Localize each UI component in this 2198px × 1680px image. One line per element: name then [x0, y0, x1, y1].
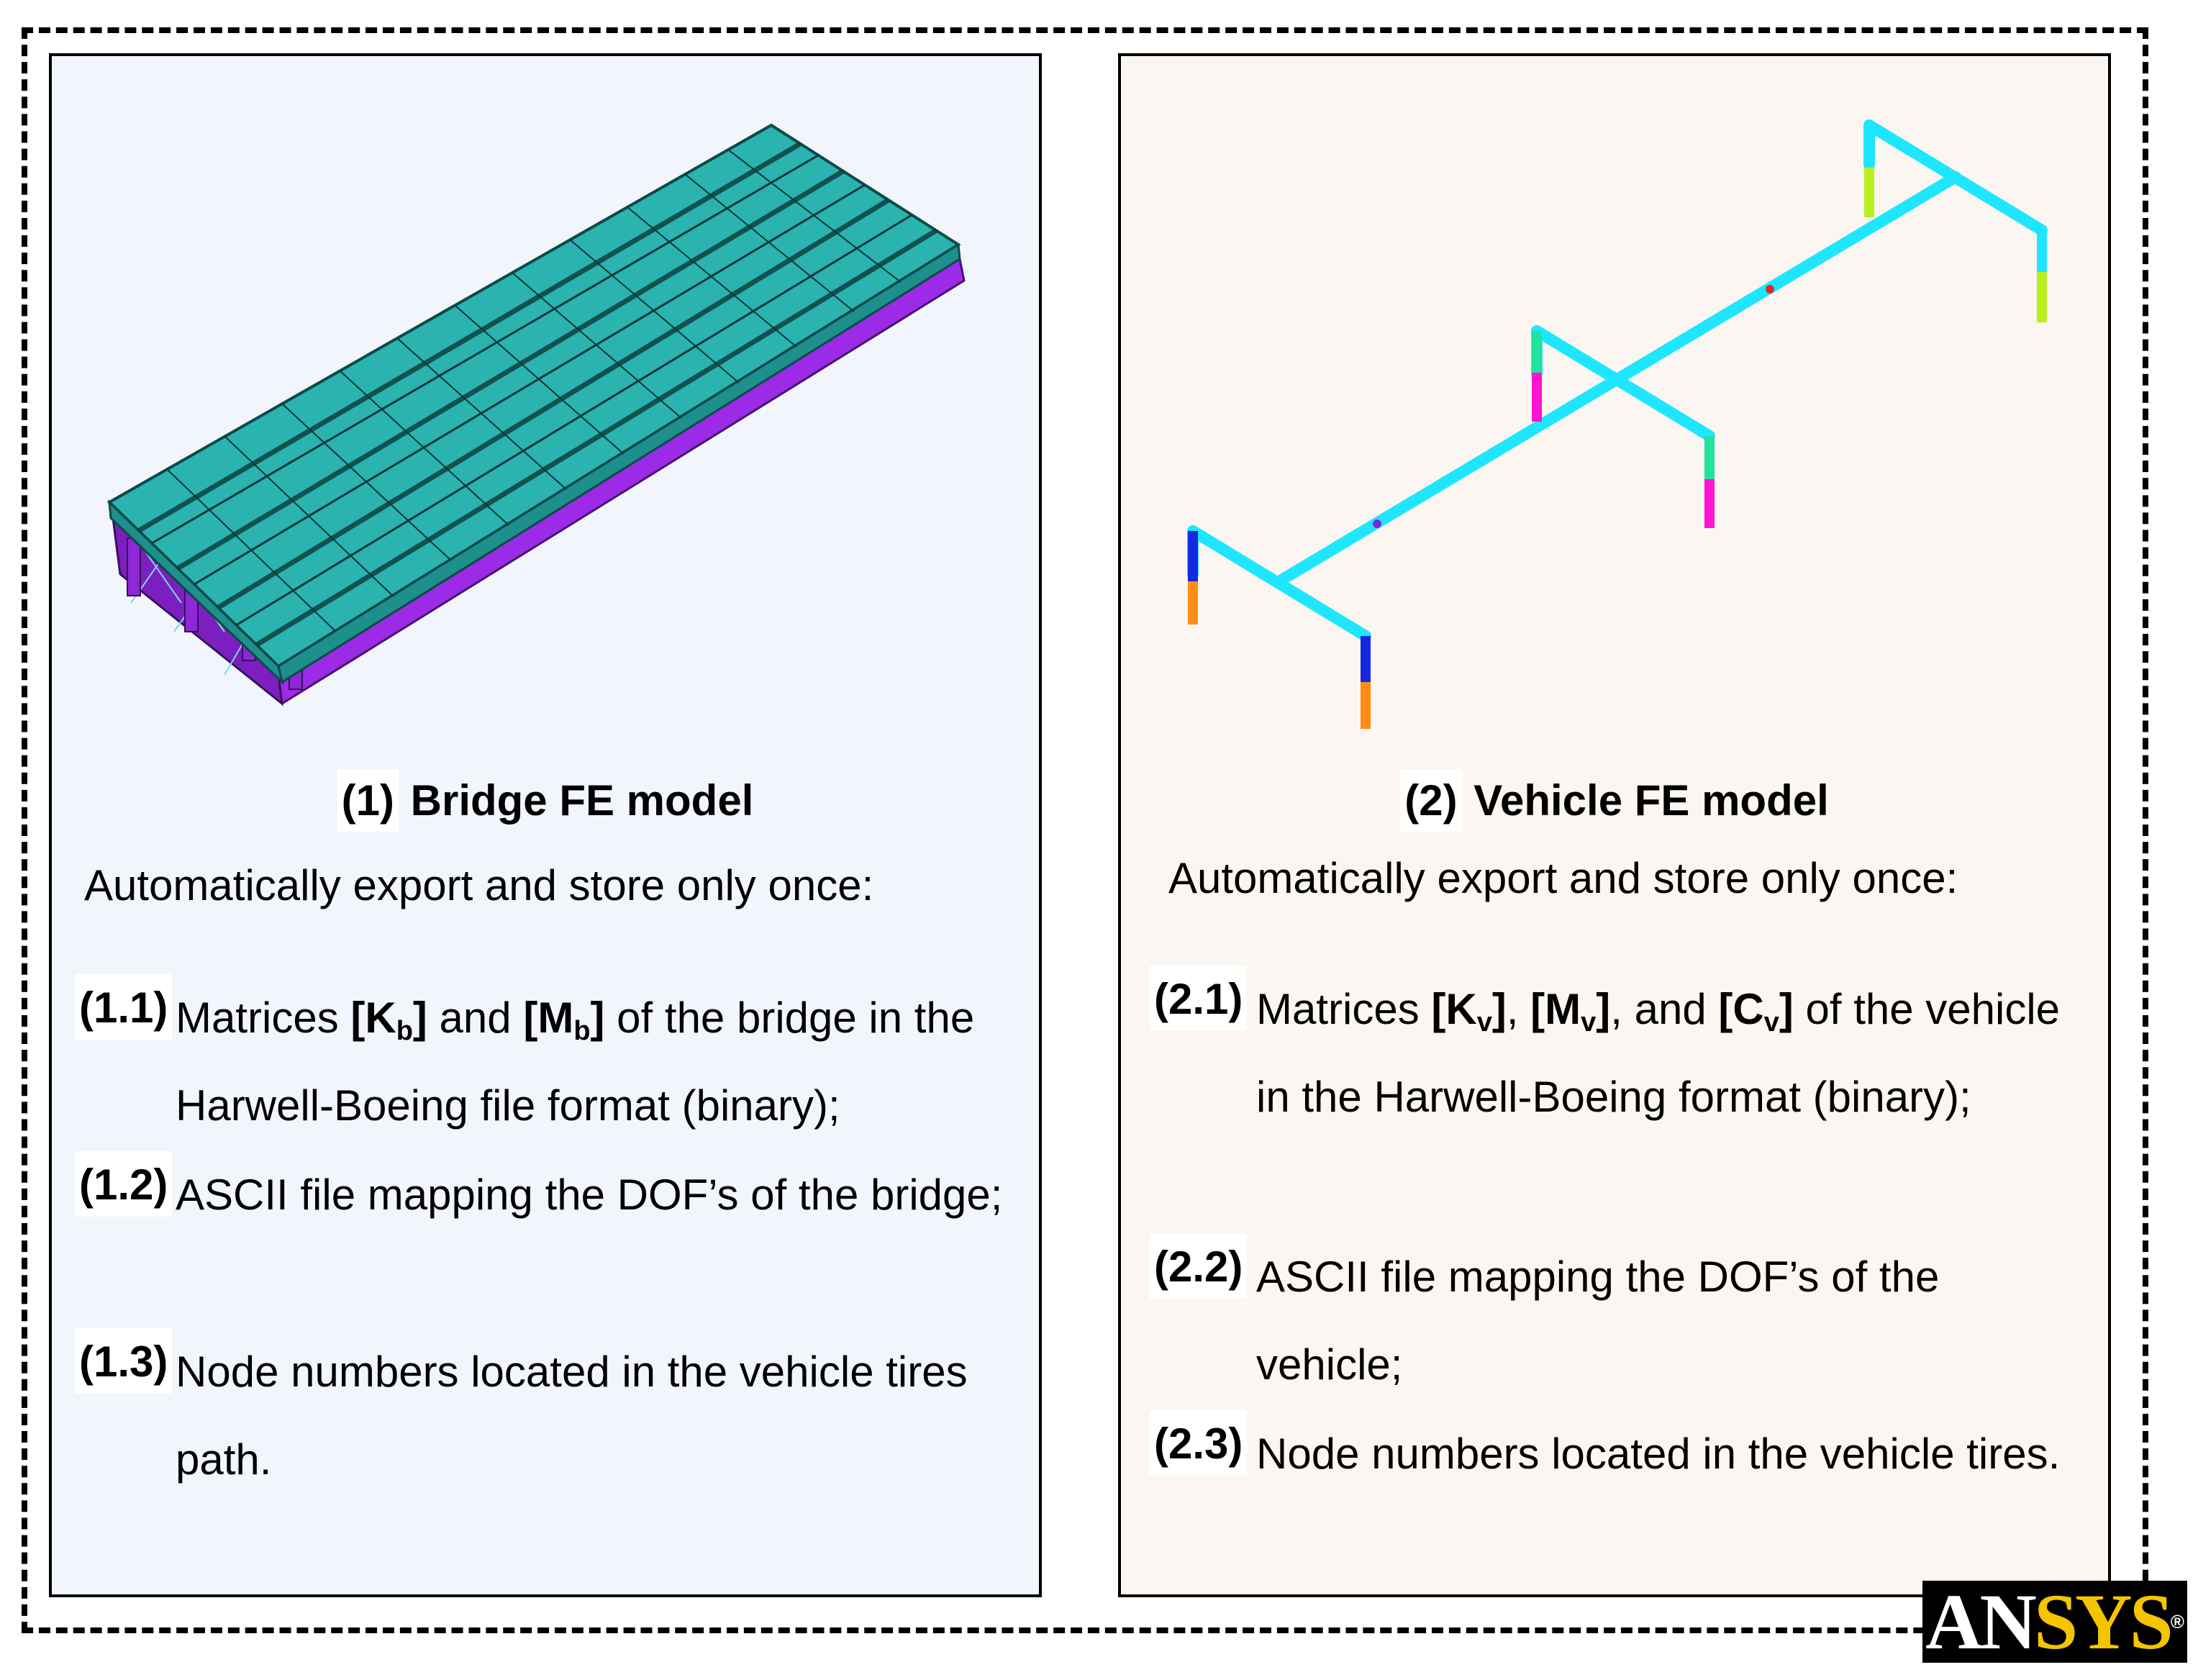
stiffness-matrix-kv: [Kv] [1431, 985, 1507, 1036]
matrix-subscript: b [573, 1016, 591, 1046]
logo-sys: SYS [2033, 1578, 2174, 1666]
matrix-bracket: ] [1491, 985, 1507, 1033]
item-text: Matrices [1256, 985, 1432, 1033]
vehicle-fe-model-figure [1187, 119, 2048, 729]
vehicle-item-2-3-text: Node numbers located in the vehicle tire… [1256, 1430, 2061, 1478]
bridge-title-text: Bridge FE model [410, 776, 754, 825]
logo-registered-mark: ® [2170, 1611, 2184, 1633]
vehicle-item-2-3-number: (2.3) [1150, 1410, 1248, 1476]
vehicle-panel: (2) Vehicle FE model Automatically expor… [1118, 53, 2111, 1597]
matrix-subscript: v [1581, 1007, 1597, 1037]
damping-matrix-cv: [Cv] [1718, 985, 1794, 1036]
stiffness-matrix-kb: [Kb] [350, 994, 427, 1045]
matrix-bracket: ] [1596, 985, 1611, 1033]
matrix-subscript: v [1476, 1007, 1492, 1037]
vehicle-intro-text: Automatically export and store only once… [1168, 854, 1958, 902]
matrix-symbol: [M [523, 994, 574, 1042]
bridge-item-1-2-text: ASCII file mapping the DOF’s of the brid… [176, 1171, 1003, 1219]
item-text: Matrices [176, 994, 351, 1042]
matrix-bracket: ] [412, 994, 427, 1042]
bridge-item-1-3-number: (1.3) [75, 1328, 173, 1394]
bridge-item-1-1-number: (1.1) [75, 974, 173, 1040]
matrix-symbol: [C [1718, 985, 1764, 1033]
vehicle-item-2-1: (2.1) Matrices [Kv], [Mv], and [Cv] of t… [1150, 966, 2085, 1141]
mass-matrix-mv: [Mv] [1530, 985, 1611, 1036]
matrix-bracket: ] [1779, 985, 1794, 1033]
vehicle-item-2-3: (2.3) Node numbers located in the vehicl… [1150, 1410, 2085, 1498]
item-text: of the bridge in the Harwell-Boeing file… [176, 994, 975, 1130]
matrix-subscript: v [1763, 1007, 1779, 1037]
vehicle-item-2-2: (2.2) ASCII file mapping the DOF’s of th… [1150, 1233, 2085, 1409]
vehicle-model-title: (2) Vehicle FE model [1121, 769, 2108, 832]
bridge-intro-text: Automatically export and store only once… [84, 861, 874, 909]
vehicle-item-2-2-number: (2.2) [1150, 1233, 1248, 1299]
bridge-panel: (1) Bridge FE model Automatically export… [49, 53, 1042, 1597]
bridge-item-1-1: (1.1) Matrices [Kb] and [Mb] of the brid… [75, 974, 1025, 1150]
mass-matrix-mb: [Mb] [523, 994, 605, 1045]
matrix-subscript: b [396, 1016, 413, 1046]
vehicle-item-2-1-number: (2.1) [1150, 966, 1248, 1031]
bridge-fe-model-figure [106, 123, 966, 707]
item-text: and [427, 994, 524, 1042]
bridge-item-1-2-number: (1.2) [75, 1151, 173, 1217]
item-text: , [1506, 985, 1531, 1033]
matrix-symbol: [M [1530, 985, 1581, 1033]
bridge-model-title: (1) Bridge FE model [52, 769, 1039, 832]
matrix-bracket: ] [590, 994, 605, 1042]
vehicle-title-number: (2) [1400, 769, 1462, 832]
dashed-outer-frame [22, 27, 2148, 1633]
matrix-symbol: [K [350, 994, 396, 1042]
item-text: of the vehicle in the Harwell-Boeing for… [1256, 985, 2061, 1121]
ansys-logo: ANSYS® [1922, 1581, 2187, 1663]
logo-an: AN [1925, 1578, 2037, 1666]
vehicle-title-text: Vehicle FE model [1473, 776, 1829, 825]
item-text: , and [1610, 985, 1719, 1033]
bridge-item-1-2: (1.2) ASCII file mapping the DOF’s of th… [75, 1151, 1003, 1239]
bridge-item-1-3-text: Node numbers located in the vehicle tire… [176, 1348, 968, 1484]
bridge-item-1-3: (1.3) Node numbers located in the vehicl… [75, 1328, 1003, 1504]
bridge-title-number: (1) [337, 769, 399, 832]
vehicle-item-2-2-text: ASCII file mapping the DOF’s of the vehi… [1256, 1253, 1940, 1389]
matrix-symbol: [K [1431, 985, 1477, 1033]
